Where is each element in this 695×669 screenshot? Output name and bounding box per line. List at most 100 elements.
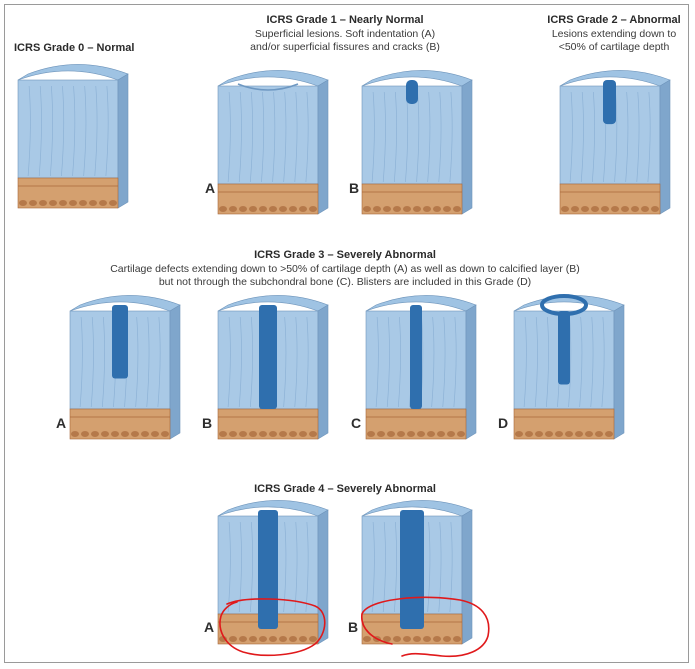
cartilage-fibre-line [227,521,231,613]
grade3-desc-line2: but not through the subchondral bone (C)… [158,276,532,288]
bone-trabecula [309,636,317,642]
cartilage-fibre-line [371,521,375,613]
bone-trabecula [259,431,267,437]
blister-lesion [558,311,570,385]
bone-trabecula [289,636,297,642]
bone-trabecula [641,206,649,212]
bone-trabecula [525,431,533,437]
bone-trabecula [249,636,257,642]
bone-trabecula [561,206,569,212]
cartilage-fibre-line [438,91,442,183]
bone-trabecula [249,431,257,437]
bone-trabecula [279,636,287,642]
cartilage-side-face [659,79,671,215]
cartilage-fibre-line [393,521,397,613]
bone-trabecula [99,200,107,206]
cartilage-fibre-line [272,91,276,183]
cartilage-front-face [17,79,119,179]
cartilage-fibre-line [647,91,651,183]
bone-trabecula [591,206,599,212]
bone-trabecula [407,431,415,437]
grade3c-cartilage-block [365,295,478,445]
cartilage-fibre-line [90,316,94,408]
bone-trabecula [131,431,139,437]
figure-frame [4,4,689,663]
grade3a-cartilage-block [69,295,182,445]
bone-trabecula [363,636,371,642]
bone-trabecula [299,431,307,437]
grade1-desc-line2: and/or superficial fissures and cracks (… [250,41,440,53]
cartilage-fibre-line [305,316,309,408]
cartilage-fibre-line [442,316,446,408]
cartilage-side-face [461,79,473,215]
cartilage-fibre-line [146,316,150,408]
cartilage-fibre-line [101,316,105,408]
bone-trabecula [219,206,227,212]
bone-trabecula [377,431,385,437]
cartilage-fibre-line [283,521,287,613]
bone-trabecula [29,200,37,206]
cartilage-fibre-line [294,316,298,408]
cartilage-fibre-line [61,85,65,177]
grade4-label-b: B [348,619,359,635]
cartilage-fibre-line [38,85,42,177]
bone-trabecula [585,431,593,437]
calcified-layer-lesion [259,305,277,409]
bone-trabecula [279,206,287,212]
cartilage-side-face [461,509,473,645]
bone-trabecula [299,636,307,642]
cartilage-fibre-line [227,91,231,183]
grade3-label-a: A [56,415,67,431]
bone-trabecula [457,431,465,437]
cartilage-fibre-line [238,91,242,183]
bone-trabecula [571,206,579,212]
bone-trabecula [387,431,395,437]
cartilage-fibre-line [94,85,98,177]
full-thickness-lesion [400,510,424,629]
annotation-circle-a [219,598,326,657]
cartilage-fibre-line [523,316,527,408]
bone-trabecula [289,431,297,437]
bone-trabecula [373,206,381,212]
cartilage-fibre-line [249,316,253,408]
cartilage-fibre-line [449,91,453,183]
cartilage-front-face [217,85,319,185]
cartilage-fibre-line [568,316,572,408]
cartilage-fibre-line [397,316,401,408]
cartilage-side-face [317,304,329,440]
cartilage-fibre-line [305,521,309,613]
bone-trabecula [367,431,375,437]
bone-trabecula [433,636,441,642]
cartilage-fibre-line [427,91,431,183]
bone-trabecula [423,206,431,212]
bone-trabecula [239,206,247,212]
grade2-desc-line2: <50% of cartilage depth [558,41,670,53]
bone-trabecula [269,636,277,642]
bone-trabecula [621,206,629,212]
cartilage-fibre-line [283,316,287,408]
cartilage-side-face [169,304,181,440]
bone-trabecula [59,200,67,206]
bone-trabecula [651,206,659,212]
bone-trabecula [101,431,109,437]
partial-depth-lesion [603,80,616,125]
cartilage-fibre-line [294,91,298,183]
cartilage-fibre-line [238,521,242,613]
cartilage-fibre-line [545,316,549,408]
bone-trabecula [141,431,149,437]
bone-trabecula [433,206,441,212]
cartilage-fibre-line [393,91,397,183]
bone-trabecula [229,431,237,437]
bone-trabecula [81,431,89,437]
bone-trabecula [259,206,267,212]
cartilage-fibre-line [83,85,87,177]
bone-trabecula [79,200,87,206]
bone-trabecula [219,636,227,642]
cartilage-fibre-line [157,316,161,408]
cartilage-fibre-line [249,91,253,183]
bone-trabecula [581,206,589,212]
cartilage-fibre-line [449,521,453,613]
bone-trabecula [229,636,237,642]
grade2-title: ICRS Grade 2 – Abnormal [547,14,681,26]
grade4-title: ICRS Grade 4 – Severely Abnormal [254,483,436,495]
